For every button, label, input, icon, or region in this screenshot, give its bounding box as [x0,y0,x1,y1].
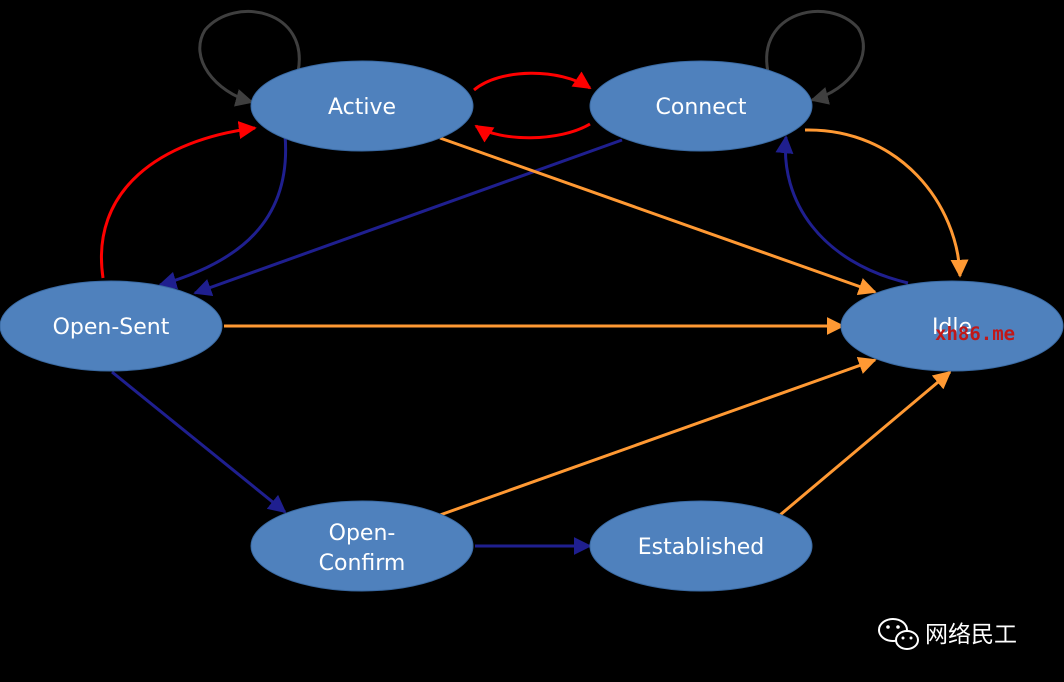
watermark-text: xh86.me [935,323,1015,345]
edge-openconfirm-to-idle [439,356,877,517]
edge-connect-to-active [474,122,591,143]
state-connect: Connect [589,60,813,152]
state-open-sent-label: Open-Sent [53,315,170,340]
edge-active-to-connect [473,71,592,92]
state-connect-label: Connect [656,95,747,120]
self-loop-connect [765,9,865,105]
self-loop-active [198,9,301,107]
state-established-label: Established [638,535,765,560]
state-established: Established [589,500,813,592]
state-open-sent: Open-Sent [0,280,223,372]
state-active-label: Active [328,95,396,120]
edge-established-to-idle [779,370,952,517]
state-open-confirm: Open- Confirm [250,500,474,592]
edge-connect-to-idle [804,128,969,278]
state-open-confirm-label-line2: Confirm [319,551,406,576]
edge-active-to-opensent [158,134,288,290]
edge-opensent-to-openconfirm [111,370,287,514]
edge-opensent-to-active [100,121,257,279]
state-active: Active [250,60,474,152]
brand-name: 网络民工 [925,622,1017,648]
state-open-confirm-label-line1: Open- [329,521,396,546]
state-idle-label: Idle [932,315,972,340]
wechat-icon [878,618,919,650]
state-idle: Idle [840,280,1064,372]
edge-connect-to-opensent [193,138,623,297]
edge-active-to-idle [439,136,877,296]
edge-idle-to-connect [775,135,909,285]
